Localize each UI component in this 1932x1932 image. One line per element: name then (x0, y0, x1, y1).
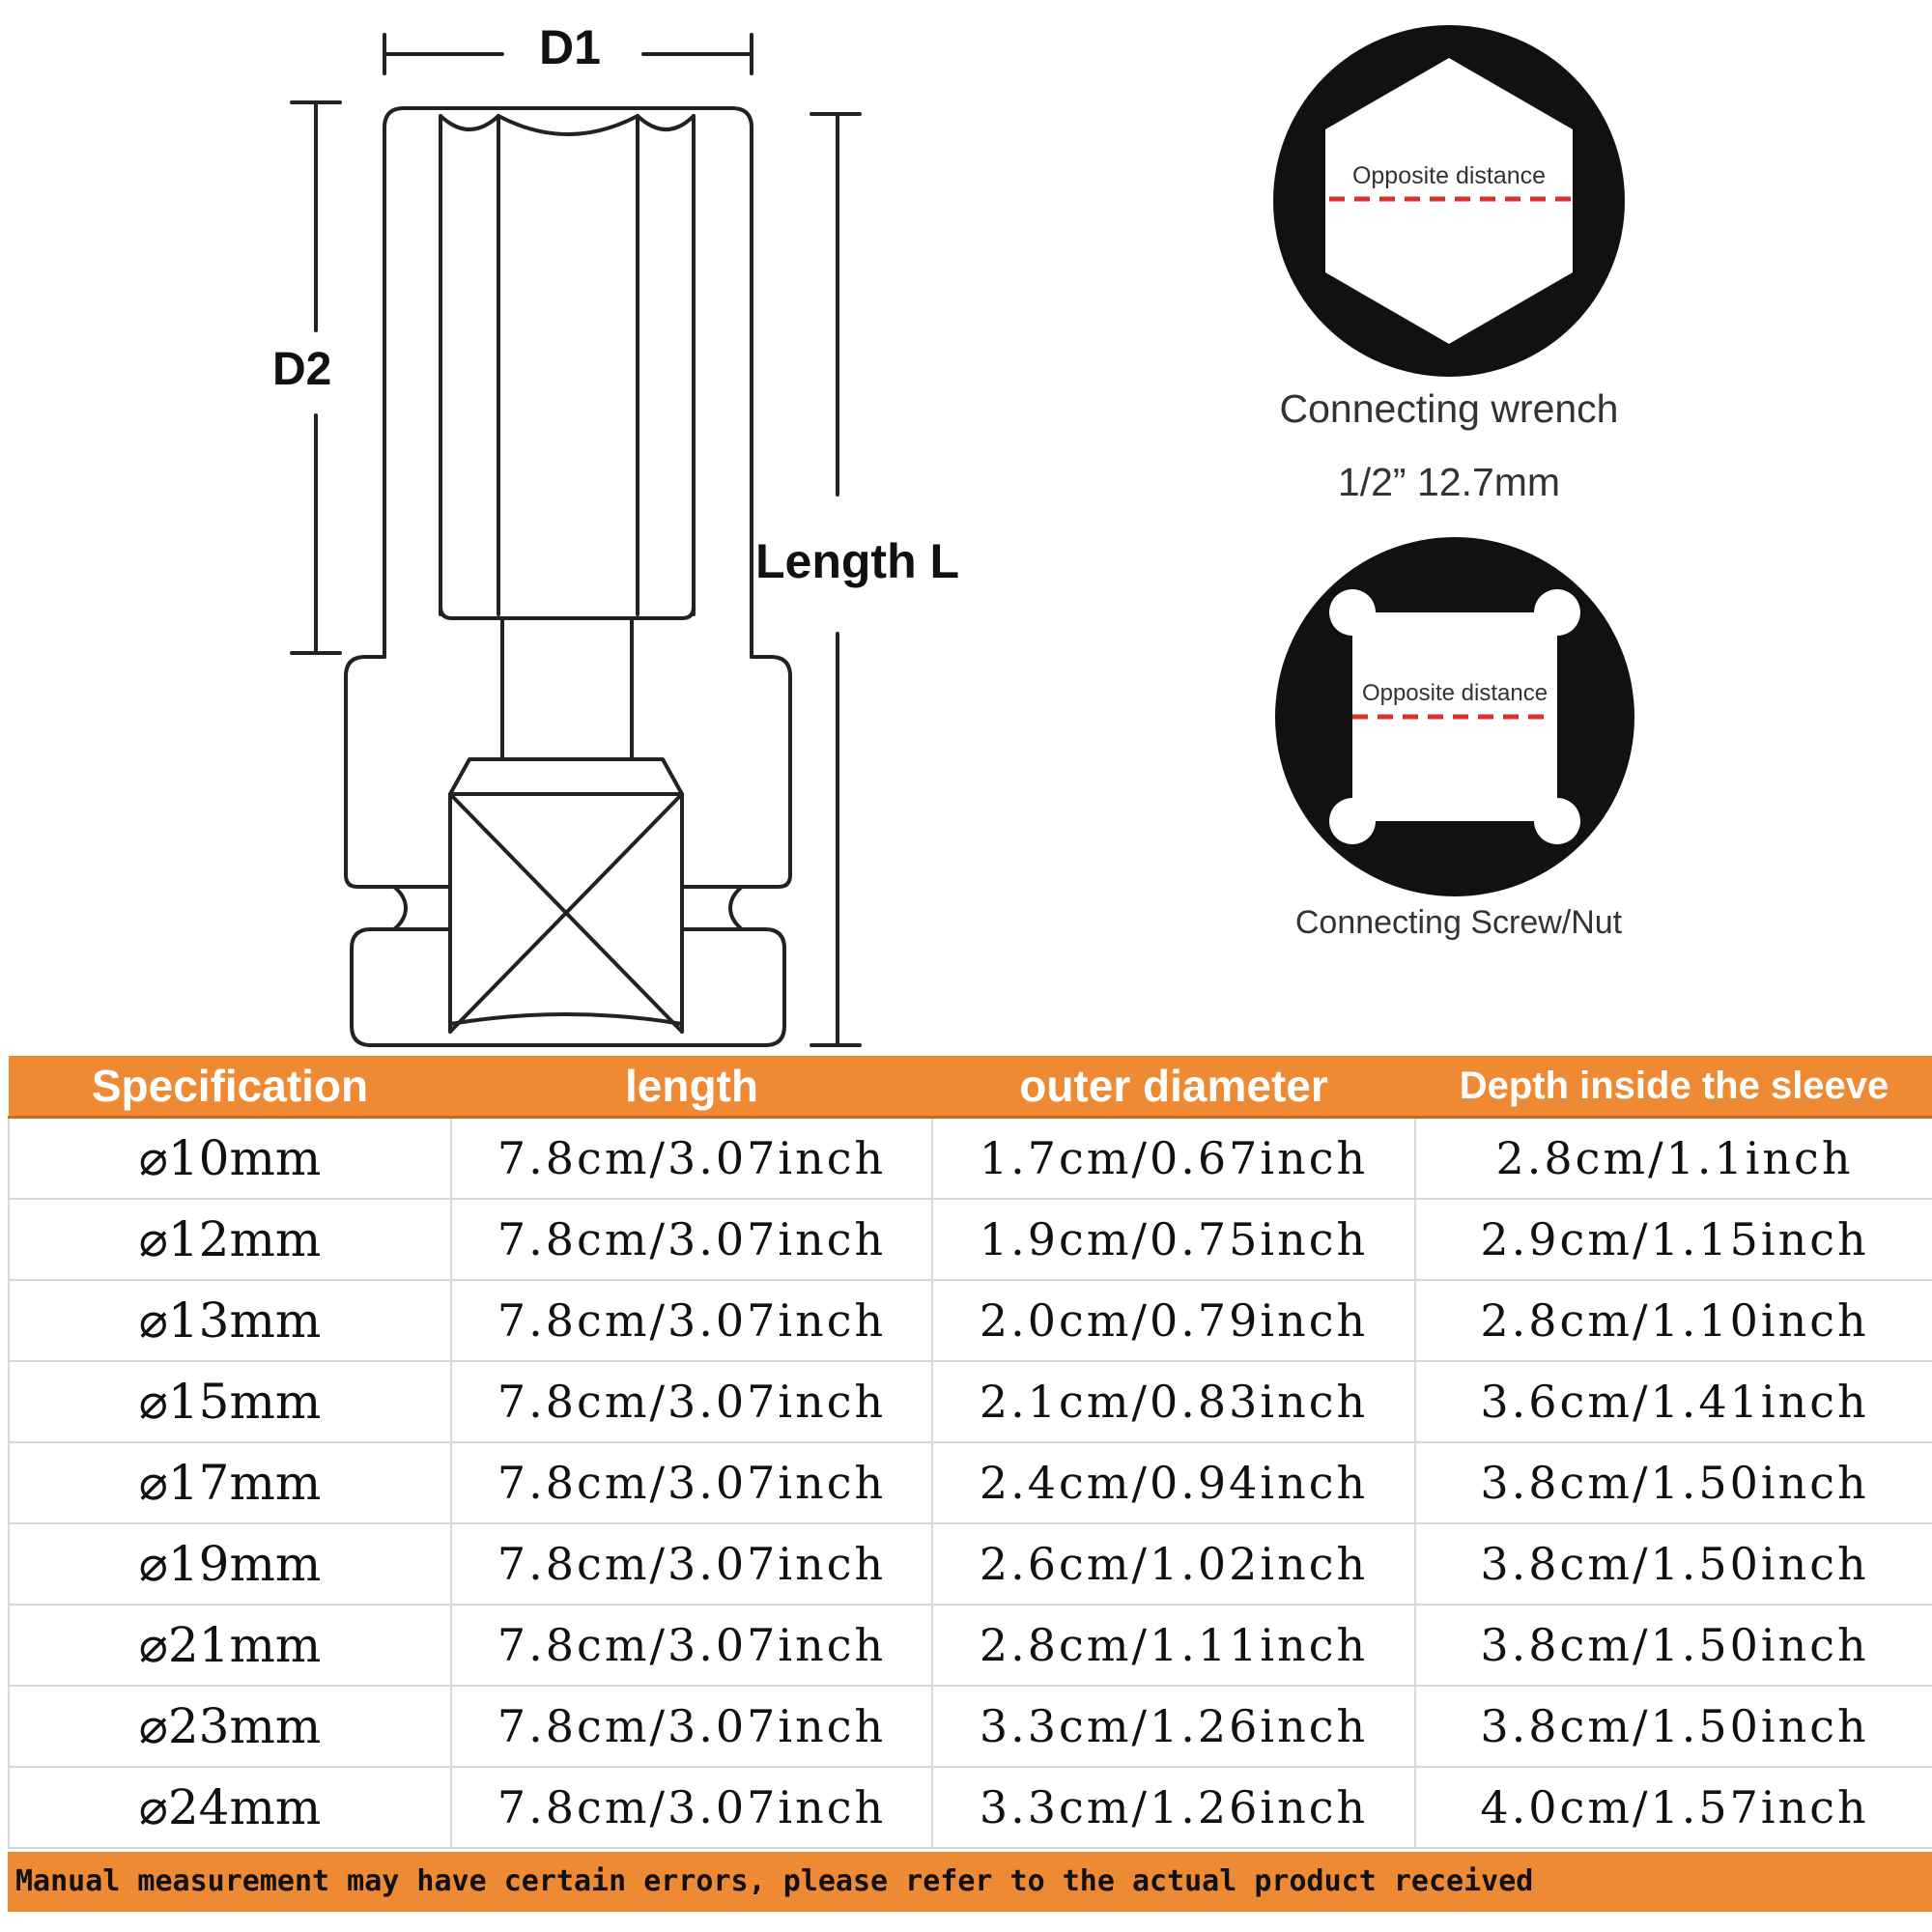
cell-specification: ⌀15mm (8, 1361, 452, 1443)
cell-outer-diameter: 1.9cm/0.75inch (932, 1199, 1416, 1281)
connecting-screw-nut-caption: Connecting Screw/Nut (1294, 904, 1623, 941)
header-specification: Specification (9, 1056, 451, 1119)
cell-outer-diameter: 2.1cm/0.83inch (932, 1361, 1416, 1443)
cell-outer-diameter: 3.3cm/1.26inch (932, 1686, 1416, 1768)
square-opposite-distance-label: Opposite distance (1362, 680, 1548, 706)
cell-specification: ⌀23mm (8, 1686, 452, 1768)
cell-length: 7.8cm/3.07inch (451, 1767, 933, 1849)
cell-specification: ⌀10mm (8, 1117, 452, 1200)
cell-outer-diameter: 2.4cm/0.94inch (932, 1442, 1416, 1524)
hex-opposite-distance-label: Opposite distance (1352, 162, 1546, 189)
cell-specification: ⌀24mm (8, 1767, 452, 1849)
connecting-wrench-caption: Connecting wrench (1279, 386, 1619, 431)
cell-depth: 3.6cm/1.41inch (1415, 1361, 1932, 1443)
cell-depth: 3.8cm/1.50inch (1415, 1523, 1932, 1605)
cell-outer-diameter: 2.8cm/1.11inch (932, 1605, 1416, 1687)
cell-depth: 3.8cm/1.50inch (1415, 1442, 1932, 1524)
cell-depth: 4.0cm/1.57inch (1415, 1767, 1932, 1849)
cell-depth: 3.8cm/1.50inch (1415, 1686, 1932, 1768)
square-drive-end-icon: Opposite distance (1275, 537, 1634, 896)
cell-length: 7.8cm/3.07inch (451, 1442, 933, 1524)
specification-table-container: Specification length outer diameter Dept… (8, 1056, 1932, 1849)
cell-length: 7.8cm/3.07inch (451, 1280, 933, 1362)
cell-length: 7.8cm/3.07inch (451, 1199, 933, 1281)
table-header-row: Specification length outer diameter Dept… (9, 1056, 1932, 1119)
cell-outer-diameter: 2.6cm/1.02inch (932, 1523, 1416, 1605)
header-outer-diameter: outer diameter (932, 1056, 1415, 1119)
cell-specification: ⌀12mm (8, 1199, 452, 1281)
cell-depth: 2.8cm/1.10inch (1415, 1280, 1932, 1362)
header-depth-inside-sleeve: Depth inside the sleeve (1415, 1056, 1932, 1119)
cell-outer-diameter: 2.0cm/0.79inch (932, 1280, 1416, 1362)
d1-label: D1 (539, 20, 601, 74)
cell-outer-diameter: 3.3cm/1.26inch (932, 1767, 1416, 1849)
cell-specification: ⌀17mm (8, 1442, 452, 1524)
socket-outline-drawing (290, 33, 862, 1047)
cell-length: 7.8cm/3.07inch (451, 1117, 933, 1200)
header-length: length (451, 1056, 932, 1119)
cell-outer-diameter: 1.7cm/0.67inch (932, 1117, 1416, 1200)
specification-table: Specification length outer diameter Dept… (8, 1056, 1932, 1849)
d2-label: D2 (272, 344, 332, 395)
cell-length: 7.8cm/3.07inch (451, 1605, 933, 1687)
cell-specification: ⌀21mm (8, 1605, 452, 1687)
hex-socket-end-icon: Opposite distance (1273, 25, 1625, 377)
cell-depth: 3.8cm/1.50inch (1415, 1605, 1932, 1687)
cell-specification: ⌀19mm (8, 1523, 452, 1605)
cell-specification: ⌀13mm (8, 1280, 452, 1362)
cell-length: 7.8cm/3.07inch (451, 1361, 933, 1443)
socket-diagram: D1 D2 Length L Opposite distance Connect… (272, 20, 1634, 1047)
cell-depth: 2.9cm/1.15inch (1415, 1199, 1932, 1281)
cell-length: 7.8cm/3.07inch (451, 1523, 933, 1605)
wrench-drive-size: 1/2” 12.7mm (1337, 460, 1561, 504)
measurement-disclaimer: Manual measurement may have certain erro… (8, 1852, 1932, 1912)
cell-depth: 2.8cm/1.1inch (1415, 1117, 1932, 1200)
cell-length: 7.8cm/3.07inch (451, 1686, 933, 1768)
length-l-label: Length L (755, 534, 960, 588)
